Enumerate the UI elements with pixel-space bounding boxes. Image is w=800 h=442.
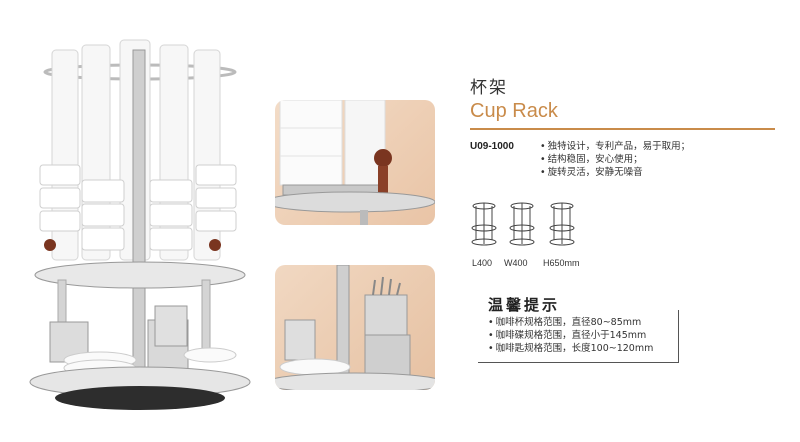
dimension-width: W400 <box>504 258 528 268</box>
tips-title: 温馨提示 <box>488 296 561 314</box>
tips-item: 咖啡匙规格范围，长度100~120mm <box>488 342 654 355</box>
feature-list: 独特设计，专利产品，易于取用； 结构稳固，安心使用； 旋转灵活，安静无噪音 <box>540 140 691 179</box>
tips-item: 咖啡碟规格范围，直径小于145mm <box>488 329 653 342</box>
dimension-icons <box>471 202 575 246</box>
cup-rack-main-photo <box>29 39 251 410</box>
feature-item: 结构稳固，安心使用； <box>540 153 690 166</box>
title-chinese: 杯架 <box>470 78 508 98</box>
detail-photo-holders <box>275 265 435 390</box>
model-number: U09-1000 <box>470 141 514 152</box>
tips-list: 咖啡杯规格范围，直径80~85mm 咖啡碟规格范围，直径小于145mm 咖啡匙规… <box>488 316 654 355</box>
title-divider <box>470 128 775 130</box>
dimension-height: H650mm <box>543 258 580 268</box>
title-english: Cup Rack <box>470 100 558 122</box>
feature-item: 独特设计，专利产品，易于取用； <box>540 140 691 153</box>
detail-photo-knob <box>275 100 435 225</box>
tips-item: 咖啡杯规格范围，直径80~85mm <box>488 316 653 329</box>
feature-item: 旋转灵活，安静无噪音 <box>540 166 690 179</box>
tips-frame <box>478 310 679 363</box>
dimension-length: L400 <box>472 258 493 268</box>
